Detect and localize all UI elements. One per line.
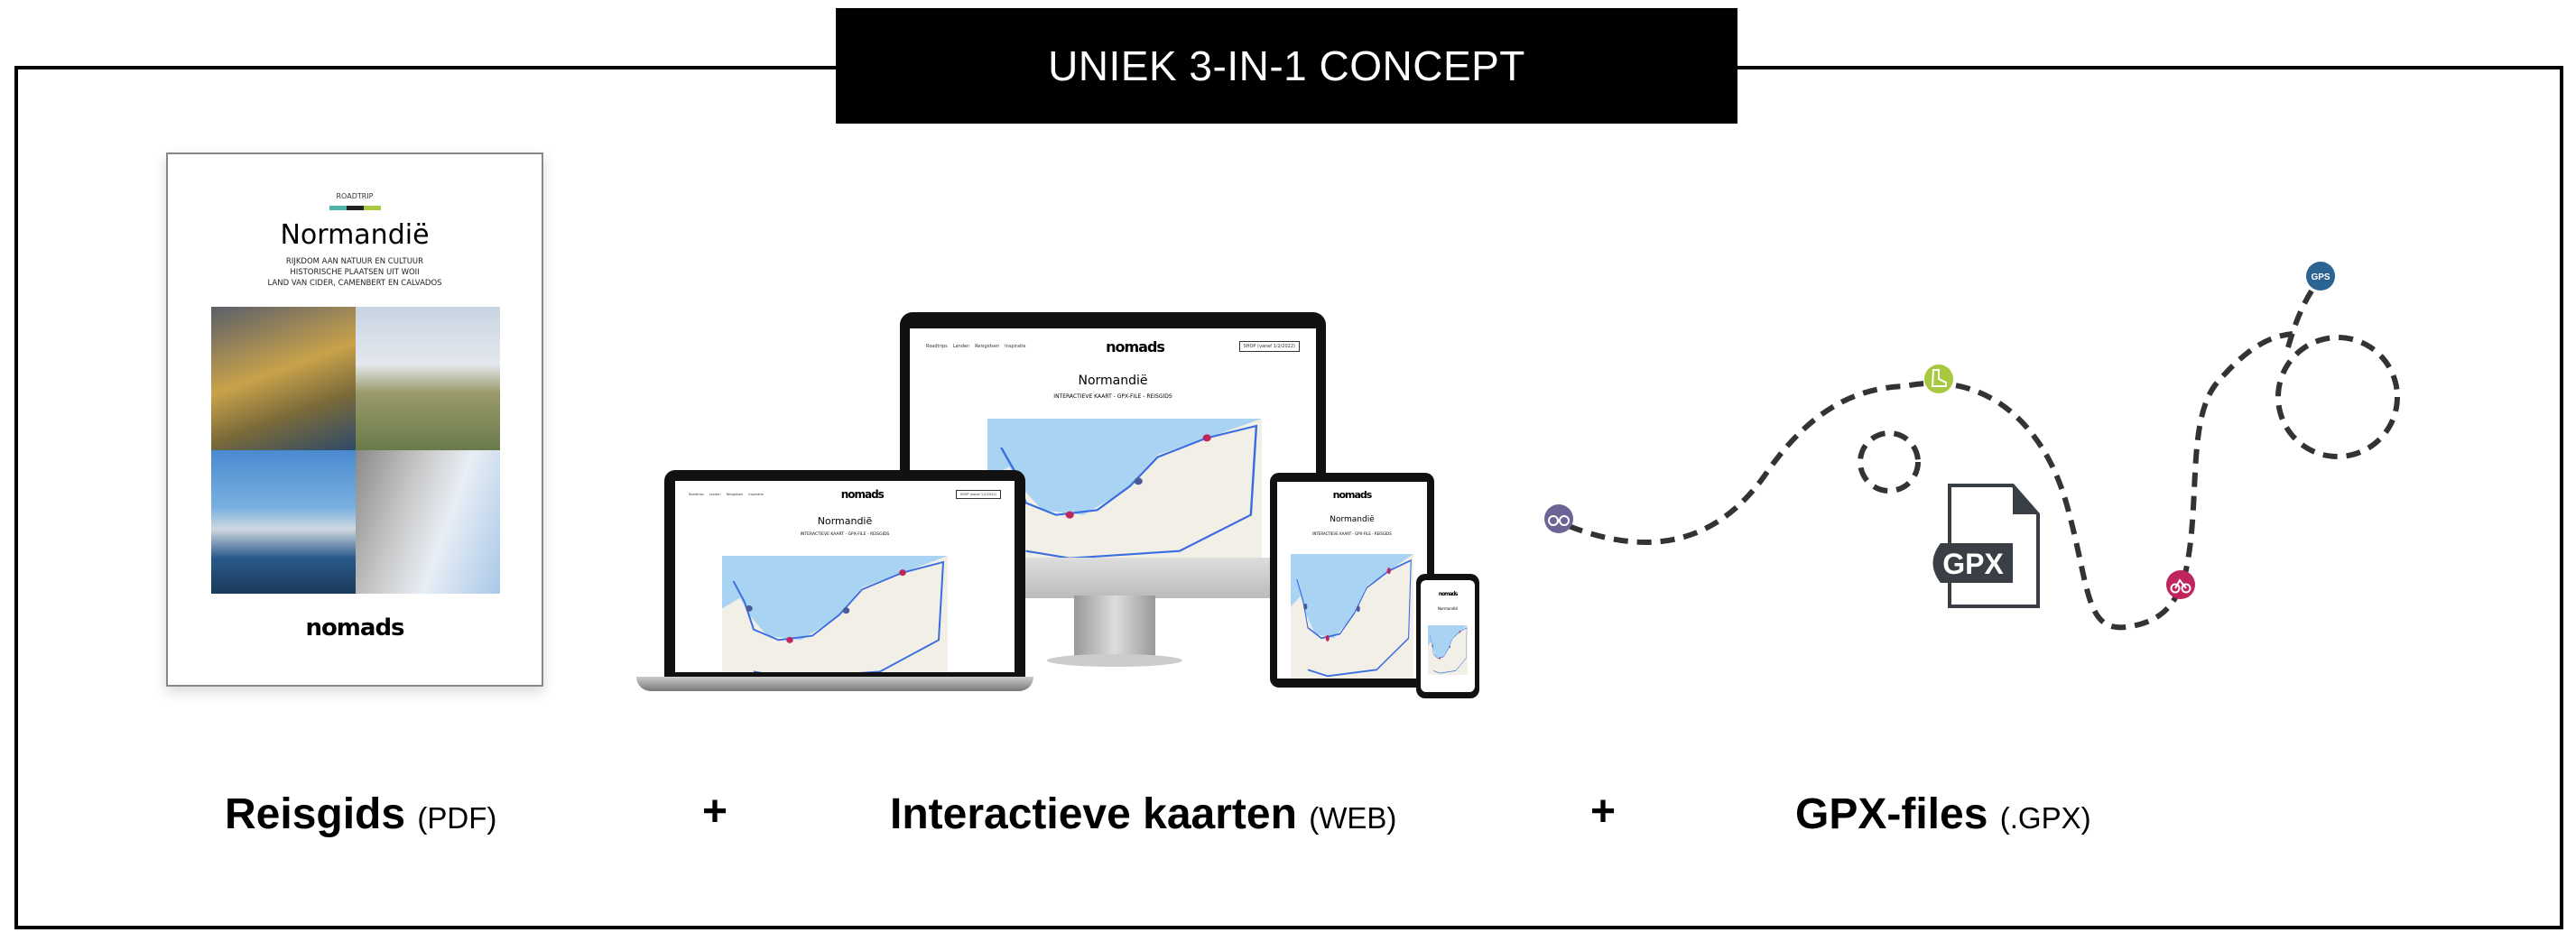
site-logo[interactable]: nomads <box>1106 337 1165 355</box>
site-logo[interactable]: nomads <box>840 488 885 501</box>
map-marker <box>842 607 850 614</box>
map-graphic <box>722 556 948 672</box>
hiking-boot-icon <box>1924 365 1953 393</box>
site-title: Normandië <box>1078 374 1148 388</box>
book-logo: nomads <box>305 614 404 642</box>
monitor-stand <box>1074 596 1155 659</box>
map-marker <box>1303 603 1308 610</box>
nav-link[interactable]: Roadtrips <box>689 493 704 496</box>
map-marker <box>1065 511 1074 519</box>
photo-boardwalk <box>356 450 500 594</box>
site-subtitle: INTERACTIEVE KAART - GPX-FILE - REISGIDS <box>1053 393 1172 400</box>
map-graphic <box>987 419 1262 558</box>
plus-sign: + <box>702 788 728 836</box>
map-marker <box>899 569 906 577</box>
photo-cliff <box>211 307 356 450</box>
gps-label: GPS <box>2311 272 2330 282</box>
nav-link[interactable]: Inspiratie <box>1005 344 1026 349</box>
site-title: Normandië <box>1437 606 1458 611</box>
title-text: UNIEK 3-IN-1 CONCEPT <box>1048 42 1525 89</box>
bicycle-icon <box>2166 570 2195 599</box>
route-line <box>1000 424 1258 558</box>
plus-sign: + <box>1590 788 1617 836</box>
tablet-screen: nomads Normandië INTERACTIEVE KAART - GP… <box>1277 482 1427 679</box>
site-title: Normandië <box>1330 515 1375 524</box>
book-line: HISTORISCHE PLAATSEN UIT WOII <box>290 268 420 277</box>
map-graphic <box>1428 625 1468 675</box>
book-subtitle: RIJKDOM AAN NATUUR EN CULTUUR HISTORISCH… <box>168 256 542 289</box>
route-line <box>1296 559 1412 678</box>
site-nav: Roadtrips Landen Reisgidsen Inspiratie noma… <box>675 481 1015 508</box>
laptop-screen: Roadtrips Landen Reisgidsen Inspiratie noma… <box>675 481 1015 672</box>
photo-grid <box>211 307 500 594</box>
binoculars-icon <box>1544 504 1573 533</box>
travel-guide-cover: ROADTRIP Normandië RIJKDOM AAN NATUUR EN… <box>166 152 543 687</box>
photo-dunes <box>356 307 500 450</box>
map-marker <box>1439 657 1441 660</box>
map-marker <box>1386 568 1391 575</box>
map-marker <box>1356 605 1360 613</box>
nav-link[interactable]: Landen <box>952 344 970 349</box>
site-title: Normandië <box>817 515 873 527</box>
interactive-map[interactable] <box>722 556 948 672</box>
land <box>722 556 948 672</box>
site-nav: Roadtrips Landen Reisgidsen Inspiratie noma… <box>910 328 1316 365</box>
route-line <box>732 560 945 672</box>
color-bar <box>168 206 542 210</box>
gps-icon <box>2306 262 2335 291</box>
map-marker <box>1202 434 1211 442</box>
land <box>1291 554 1413 679</box>
map-marker <box>1459 630 1460 633</box>
map-marker <box>1134 477 1143 485</box>
book-line: LAND VAN CIDER, CAMENBERT EN CALVADOS <box>267 279 442 288</box>
photo-harbor <box>211 450 356 594</box>
dashed-loop <box>1858 430 1921 494</box>
concept-title: UNIEK 3-IN-1 CONCEPT <box>836 8 1737 124</box>
laptop-base <box>636 677 1033 691</box>
nav-link[interactable]: Reisgidsen <box>975 344 1000 349</box>
dashed-loop <box>2275 335 2400 459</box>
site-subtitle: INTERACTIEVE KAART - GPX-FILE - REISGIDS <box>1312 531 1392 536</box>
map-graphic <box>1291 554 1413 679</box>
interactive-map[interactable] <box>1428 625 1468 675</box>
shop-button[interactable]: SHOP (vanaf 1/2/2022) <box>955 490 1001 499</box>
gpx-file-icon <box>1932 484 2040 608</box>
phone-screen: nomads Normandië <box>1421 580 1475 692</box>
route-line <box>1430 627 1468 674</box>
nav-link[interactable]: Reisgidsen <box>726 493 744 496</box>
nav-link[interactable]: Landen <box>709 493 721 496</box>
dashed-route <box>1567 331 2293 631</box>
gpx-file-label: GPX <box>1942 548 2004 580</box>
label-gpx-files: GPX-files (.GPX) <box>1795 790 2091 838</box>
map-marker <box>786 636 793 643</box>
book-kicker: ROADTRIP <box>336 192 374 200</box>
monitor-base <box>1047 654 1182 667</box>
label-reisgids: Reisgids (PDF) <box>225 790 497 838</box>
map-marker <box>1325 634 1330 642</box>
map-marker <box>1432 644 1433 648</box>
land <box>987 419 1262 558</box>
dashed-route <box>2285 280 2321 348</box>
shop-button[interactable]: SHOP (vanaf 1/2/2022) <box>1238 341 1300 352</box>
book-title: Normandië <box>280 219 430 251</box>
site-logo[interactable]: nomads <box>1438 591 1459 597</box>
site-subtitle: INTERACTIEVE KAART - GPX-FILE - REISGIDS <box>800 532 890 537</box>
site-logo[interactable]: nomads <box>1332 489 1373 501</box>
map-marker <box>746 605 753 612</box>
nav-link[interactable]: Roadtrips <box>926 344 948 349</box>
book-line: RIJKDOM AAN NATUUR EN CULTUUR <box>285 257 424 266</box>
interactive-map[interactable] <box>1291 554 1413 679</box>
nav-link[interactable]: Inspiratie <box>748 493 764 496</box>
label-interactieve-kaarten: Interactieve kaarten (WEB) <box>890 790 1397 838</box>
interactive-map[interactable] <box>987 419 1262 558</box>
